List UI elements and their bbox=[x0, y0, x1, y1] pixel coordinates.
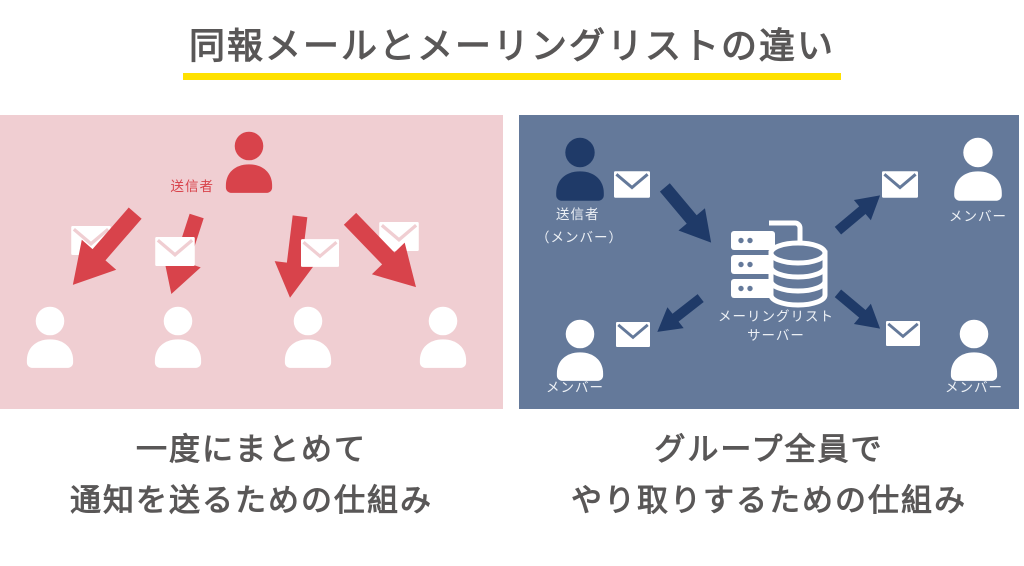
member-label: メンバー bbox=[949, 209, 1007, 224]
sender-label-line2: （メンバー） bbox=[536, 230, 623, 245]
envelope-icon bbox=[614, 171, 650, 198]
mail-server-icon bbox=[731, 220, 828, 308]
broadcast-caption-line2: 通知を送るための仕組み bbox=[70, 483, 433, 518]
mailinglist-caption: グループ全員で やり取りするための仕組み bbox=[519, 424, 1019, 526]
broadcast-caption: 一度にまとめて 通知を送るための仕組み bbox=[0, 424, 503, 526]
server-label-line2: サーバー bbox=[747, 328, 805, 343]
member-label: メンバー bbox=[945, 380, 1003, 395]
sender-label-line1: 送信者 bbox=[556, 207, 600, 222]
member-label: メンバー bbox=[546, 380, 604, 395]
broadcast-email-panel: 送信者 bbox=[0, 115, 503, 409]
envelope-icon bbox=[886, 321, 920, 346]
mailing-list-panel: メーリングリスト サーバー 送信者 （メンバー） メンバー メンバー メンバー bbox=[519, 115, 1019, 409]
sender-group: 送信者 bbox=[55, 131, 433, 304]
envelope-icon bbox=[155, 237, 195, 266]
page-title: 同報メールとメーリングリストの違い bbox=[182, 24, 841, 81]
broadcast-caption-line1: 一度にまとめて bbox=[136, 432, 367, 467]
mailinglist-caption-line1: グループ全員で bbox=[654, 432, 884, 467]
title-section: 同報メールとメーリングリストの違い bbox=[0, 0, 1024, 81]
sender-label: 送信者 bbox=[171, 179, 215, 194]
mailinglist-caption-line2: やり取りするための仕組み bbox=[571, 483, 967, 518]
envelope-icon bbox=[882, 171, 918, 198]
server-label-line1: メーリングリスト bbox=[718, 309, 834, 324]
envelope-icon bbox=[616, 322, 650, 347]
envelope-icon bbox=[301, 239, 339, 267]
